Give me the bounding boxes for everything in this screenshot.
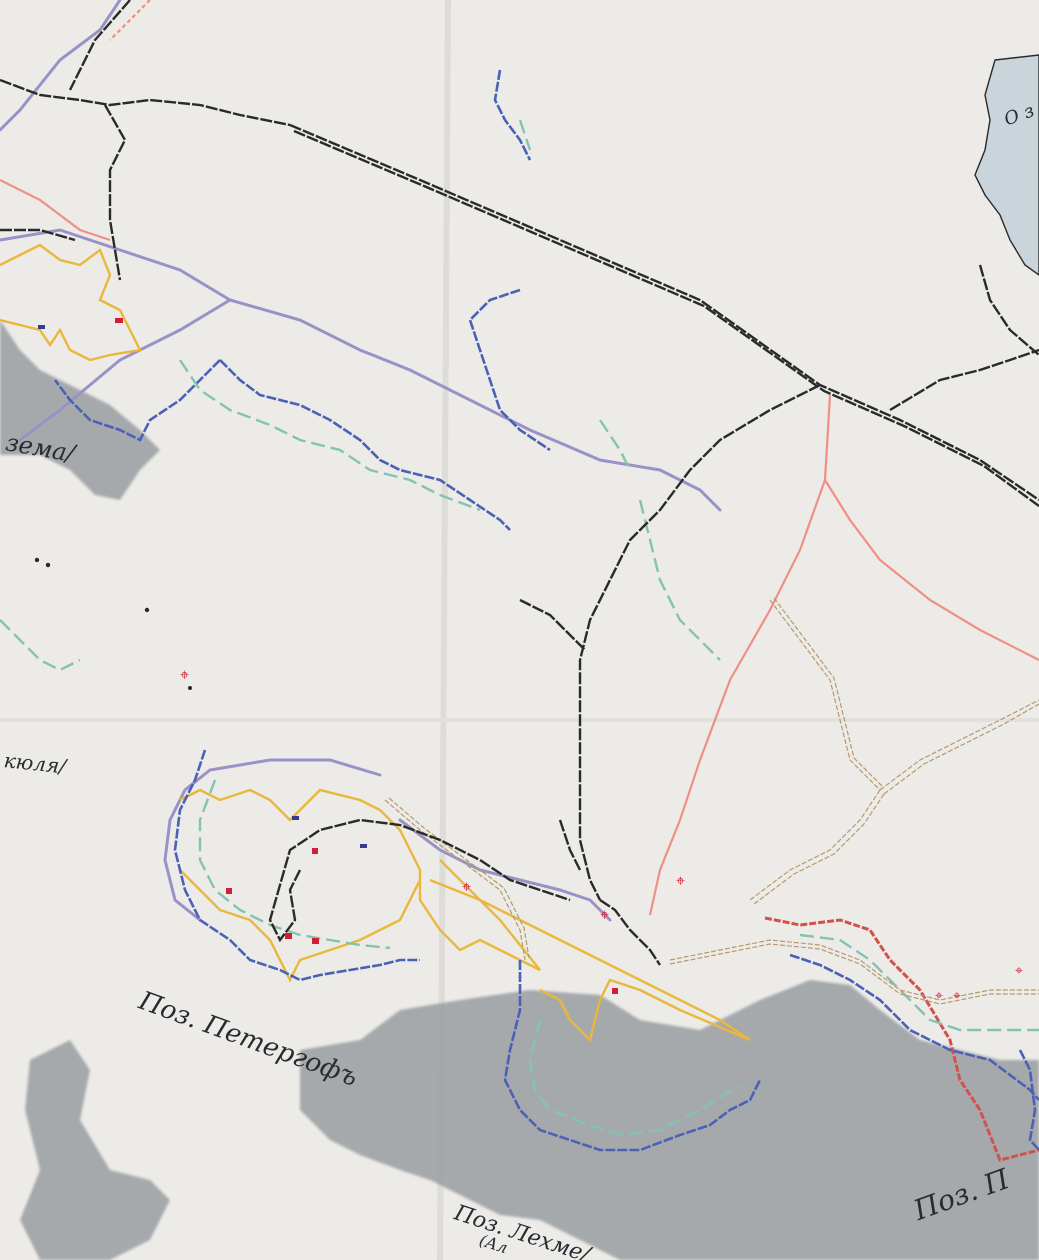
fortification-mark-icon [292,816,299,820]
brown-road [879,699,1039,791]
fortification-mark-icon [115,318,123,323]
fortification-mark-icon [360,844,367,848]
railway [599,899,661,966]
crimson-marks: ⌖ ⌖ ⌖ ⌖ ⌖ ⌖ ⌖ [115,318,1023,1004]
yellow-line [429,878,751,1043]
dot-marker [144,607,150,613]
railway [558,819,582,871]
lake-northeast [974,54,1039,276]
yellow-boundaries [0,243,751,1043]
lilac-boundaries [0,0,722,922]
lake-bottom-left [20,1040,170,1260]
blue-line [173,749,420,982]
railway [289,123,1039,501]
railway-loop [268,818,571,943]
lilac-line [18,298,232,442]
fortification-mark-icon [285,933,292,939]
pink-boundaries [0,0,1039,916]
lilac-line [398,818,612,922]
railway [0,228,76,242]
fortification-mark-icon: ⌖ [676,871,685,890]
lilac-line [163,758,382,922]
brown-road [388,797,530,959]
teal-line [198,779,391,950]
blue-positions [53,69,1039,1152]
railway [978,264,1039,356]
railway [519,598,586,651]
blue-line [468,288,551,452]
blue-line [53,359,221,442]
blue-line [503,960,762,1152]
railway [889,348,1039,412]
fortification-mark-icon [38,325,45,329]
railway [578,383,821,901]
pink-line [109,0,151,41]
blue-line [789,953,1039,1101]
teal-line [638,499,721,661]
yellow-line [0,243,142,362]
brown-road [384,799,526,961]
dot-marker [45,562,51,568]
fortification-mark-icon [312,938,319,944]
fortification-mark-icon [612,988,618,994]
dot-marker [188,686,192,690]
brown-road [769,599,881,791]
brown-road [773,597,885,789]
lilac-line [0,0,122,132]
teal-line [518,119,532,151]
blue-line [1018,1049,1039,1151]
navy-marks [38,325,367,848]
brown-roads [384,597,1039,1005]
fortification-mark-icon: ⌖ [462,877,471,896]
lilac-line [0,228,722,512]
teal-line [599,419,632,471]
red-line [764,916,1039,1162]
brown-road [669,939,1039,1001]
yellow-line [179,869,422,983]
teal-line [179,359,481,512]
lake-bottom [300,980,1039,1260]
fortification-mark-icon: ⌖ [1015,963,1023,979]
fortification-mark-icon: ⌖ [935,988,943,1004]
blue-line [219,359,511,531]
pink-line [824,479,1039,661]
brown-road [669,943,1039,1005]
dot-marker [34,557,40,563]
brown-road [749,789,881,901]
teal-positions [0,119,1039,1137]
fortification-mark-icon: ⌖ [600,905,609,924]
teal-line [799,933,1039,1032]
fortification-mark-icon [226,888,232,894]
railway [0,78,291,127]
pink-line [648,394,832,916]
railway [68,0,131,91]
railways [0,0,1039,966]
teal-line [0,619,81,672]
dots [34,557,192,690]
fortification-mark-icon: ⌖ [180,665,189,684]
blue-line [493,69,532,161]
fortification-mark-icon [312,848,318,854]
yellow-line [179,788,541,972]
pink-line [0,179,111,242]
brown-road [883,703,1039,795]
railway [103,104,127,281]
railway [293,129,1039,507]
brown-road [753,793,885,905]
fortification-mark-icon: ⌖ [953,988,961,1004]
teal-line [528,1019,741,1137]
